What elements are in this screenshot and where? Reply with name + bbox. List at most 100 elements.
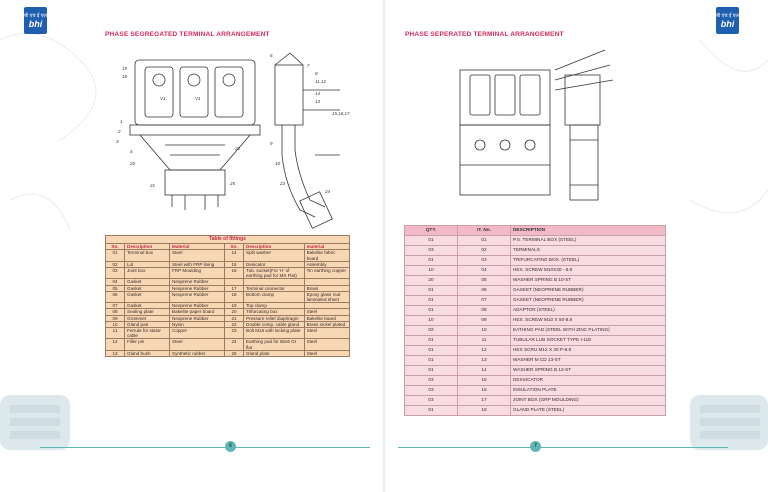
table-cell: 14 [224,249,244,262]
table-cell: Bakelite board [303,314,351,322]
drawing-label: 23 [279,181,286,186]
table-cell: Epoxy glass mat laminated sheet [303,290,351,304]
logo-tagline: बी एच ई एल [24,12,47,19]
table-cell: 02 [404,325,458,336]
table-cell: 18 [457,405,511,416]
table-cell: Tub. socket(For 'H' of earthing pad for … [243,266,305,280]
table-cell: 01 [404,345,458,356]
column-header: Sn. [224,243,244,251]
separated-terminal-drawing [459,49,614,201]
table-cell: WASHER M CD 13-ST [510,355,666,366]
table-cell [303,302,351,310]
table-cell: 01 [404,295,458,306]
drawing-label: 2 [117,129,121,134]
drawing-label: 25 [229,181,236,186]
page-number-left: 6 [225,441,236,452]
table-cell: Brass nickel plated [303,320,351,329]
table-cell: 07 [457,295,511,306]
footer-line-right [398,447,728,448]
table-cell: 06 [105,290,125,304]
table-cell: 24 [224,338,244,351]
bhel-logo-right: बी एच ई एल bhi [716,7,739,34]
table-cell: 01 [404,235,458,246]
table-cell: Steel [303,338,351,351]
drawing-label: 22 [234,146,241,151]
drawing-label: 4 [130,149,133,154]
table-cell: DESSICATOR [510,375,666,386]
table-cell: 13 [105,349,125,358]
table-cell: 03 [404,395,458,406]
table-cell: Split washer [243,249,305,262]
table-cell: Tin earthing copper [303,266,351,280]
drawing-label: 9 [270,141,273,146]
table-cell: GLAND PLATE (STEEL) [510,405,666,416]
table-cell: 03 [404,385,458,396]
fittings-table: Table of fittings Sn. Description Materi… [105,234,351,358]
table-cell: TUBULAR LUB SOCKET TYPE I-11E [510,335,666,346]
table-cell: 09 [457,315,511,326]
table-cell: 01 [404,405,458,416]
table-cell: 23 [224,327,244,340]
table-cell: 20 [404,275,458,286]
table-cell: 10 [404,315,458,326]
table-cell: 15 [224,260,244,269]
table-cell: 17 [224,284,244,292]
table-cell: EATHING PAD (STEEL WITH ZINC PLATING) [510,325,666,336]
drawing-label: V1 [160,96,166,101]
table-cell: HEX. SCREW M10 X 50-8.8 [510,315,666,326]
table-cell: 15 [457,375,511,386]
table-header-row: QTY. IT. No. DESCRIPTION [404,225,666,236]
table-cell: 13 [457,355,511,366]
table-cell: TRIFURCATING BOX. (STEEL) [510,255,666,266]
table-cell: HEX SCRU M12 X 30 P-8.8 [510,345,666,356]
table-cell: 03 [404,375,458,386]
page-number-right: 7 [530,441,541,452]
table-cell: Ferrule for stator cable [124,327,170,340]
drawing-label: 1 [120,119,123,124]
drawing-label: 14 [315,91,321,96]
table-cell: 01 [404,355,458,366]
table-cell: Pressure relief diaphragm [243,314,305,322]
table-cell [224,278,244,286]
logo-word: bhi [28,18,43,29]
table-cell: 17 [457,395,511,406]
table-cell: WASHER SPRING B 12-ST [510,365,666,376]
table-cell: Steel [169,249,225,262]
table-cell: 01 [404,305,458,316]
table-cell: 10 [404,265,458,276]
left-page-title: PHASE SEGREGATED TERMINAL ARRANGEMENT [105,31,270,38]
bhel-logo-left: बी एच ई एल bhi [24,7,47,34]
table-cell: 03 [105,266,125,280]
table-cell: 02 [457,245,511,256]
table-cell: ADAPTOR (STEEL) [510,305,666,316]
table-cell: Assembly [303,260,351,269]
table-cell: 25 [224,349,244,358]
table-cell: JOINT BOX (GRP MOULDING) [510,395,666,406]
table-cell: 10 [457,325,511,336]
table-cell: HEX. SCREW M10X30 - 8.8 [510,265,666,276]
table-cell: Terminal box [124,249,170,262]
column-header: DESCRIPTION [510,225,666,236]
table-cell: 01 [457,235,511,246]
table-cell: 01 [404,285,458,296]
table-cell: 01 [404,255,458,266]
